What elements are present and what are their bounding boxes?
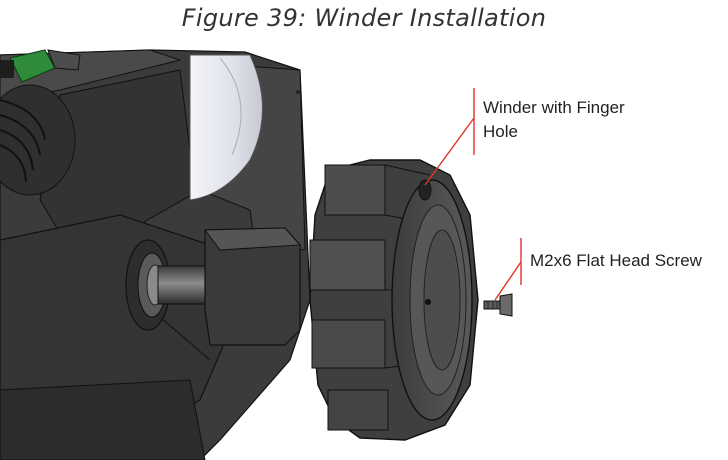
screw-leader bbox=[494, 238, 522, 301]
green-connector bbox=[0, 49, 81, 83]
winder bbox=[309, 159, 479, 441]
white-disc bbox=[189, 54, 263, 201]
mount-block bbox=[204, 227, 302, 346]
figure-title: Figure 39: Winder Installation bbox=[181, 4, 547, 32]
motor-fins bbox=[0, 84, 76, 196]
screw-callout-label: M2x6 Flat Head Screw bbox=[530, 251, 702, 270]
flat-head-screw bbox=[483, 293, 513, 317]
winder-callout-label: Winder with Finger Hole bbox=[483, 98, 625, 141]
winder-leader bbox=[424, 88, 475, 186]
